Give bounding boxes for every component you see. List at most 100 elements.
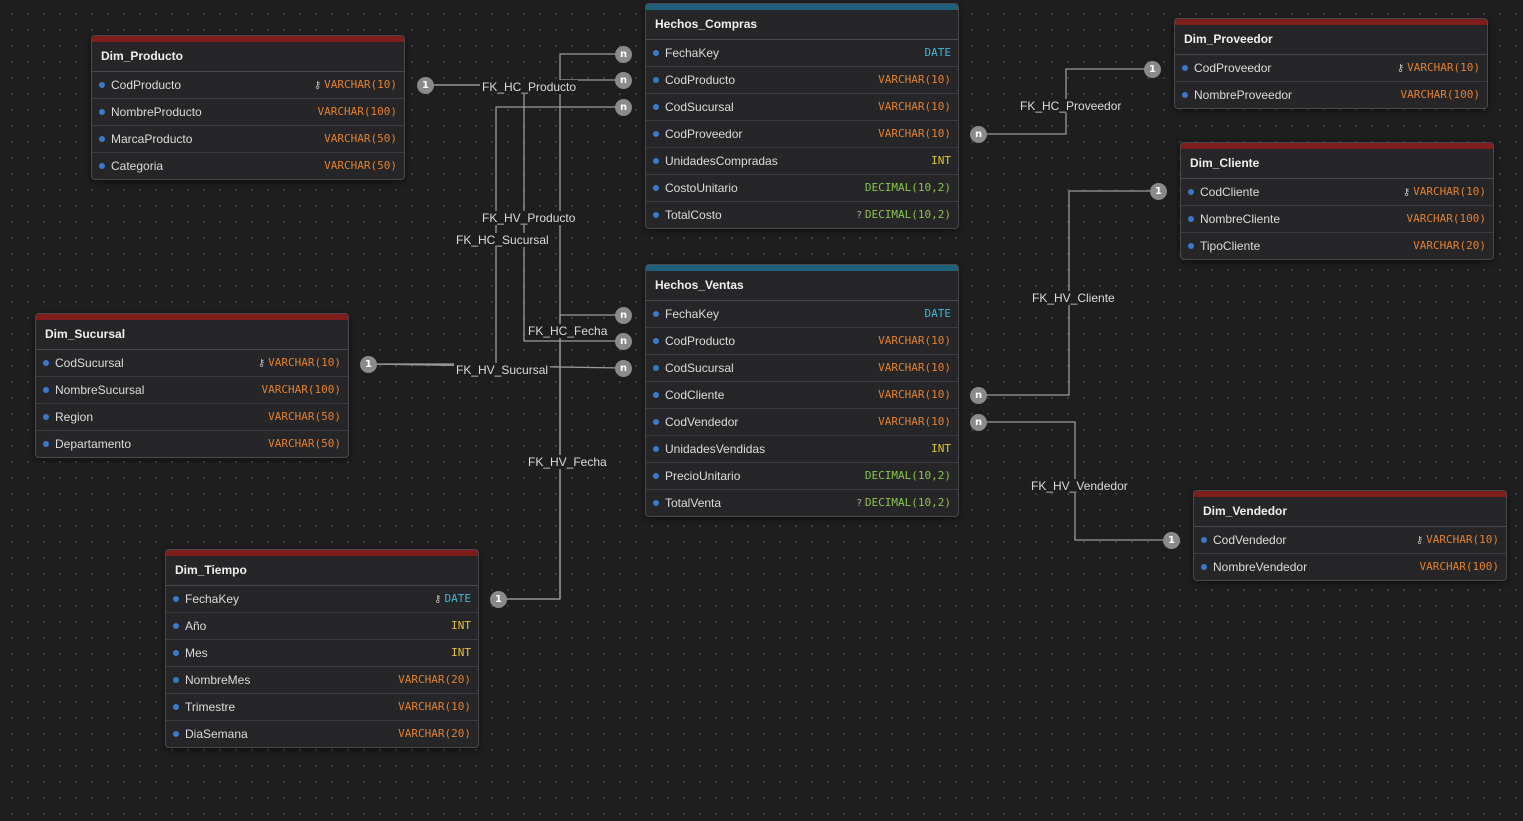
relationship-label[interactable]: FK_HC_Proveedor xyxy=(1018,99,1124,113)
cardinality-many-badge: n xyxy=(970,387,987,404)
column-bullet-icon xyxy=(653,365,659,371)
table-column-row[interactable]: TotalVenta?DECIMAL(10,2) xyxy=(646,490,958,516)
column-name: NombreCliente xyxy=(1200,212,1281,226)
column-bullet-icon xyxy=(1201,537,1207,543)
column-type-label: VARCHAR(100) xyxy=(1406,212,1486,225)
table-column-row[interactable]: NombreCliente VARCHAR(100) xyxy=(1181,206,1493,233)
column-bullet-icon xyxy=(1182,65,1188,71)
column-bullet-icon xyxy=(653,77,659,83)
table-title[interactable]: Dim_Proveedor xyxy=(1175,25,1487,55)
table-title[interactable]: Dim_Vendedor xyxy=(1194,497,1506,527)
relationship-label[interactable]: FK_HV_Cliente xyxy=(1030,291,1117,305)
column-bullet-icon xyxy=(653,500,659,506)
table-column-row[interactable]: FechaKey⚷DATE xyxy=(166,586,478,613)
column-name: MarcaProducto xyxy=(111,132,193,146)
table-title[interactable]: Dim_Producto xyxy=(92,42,404,72)
column-type: VARCHAR(10) xyxy=(398,694,471,720)
table-title[interactable]: Hechos_Compras xyxy=(646,10,958,40)
column-bullet-icon xyxy=(653,131,659,137)
column-bullet-icon xyxy=(1182,92,1188,98)
relationship-label[interactable]: FK_HC_Fecha xyxy=(526,324,610,338)
table-color-bar xyxy=(92,36,404,42)
table-column-row[interactable]: TotalCosto?DECIMAL(10,2) xyxy=(646,202,958,228)
table-color-bar xyxy=(166,550,478,556)
column-name: CodProducto xyxy=(665,334,736,348)
column-bullet-icon xyxy=(173,677,179,683)
column-bullet-icon xyxy=(173,650,179,656)
column-type: ⚷VARCHAR(10) xyxy=(1397,55,1480,82)
column-type: INT xyxy=(451,640,471,666)
relationship-label[interactable]: FK_HC_Producto xyxy=(480,80,579,94)
column-type: VARCHAR(100) xyxy=(1420,554,1499,580)
column-name: CodProducto xyxy=(665,73,736,87)
table-column-row[interactable]: CodProducto VARCHAR(10) xyxy=(646,67,958,94)
relationship-label[interactable]: FK_HV_Sucursal xyxy=(454,363,551,377)
table-title[interactable]: Hechos_Ventas xyxy=(646,271,958,301)
column-type: DECIMAL(10,2) xyxy=(865,463,951,489)
table-column-row[interactable]: CodSucursal⚷VARCHAR(10) xyxy=(36,350,348,377)
relationship-label[interactable]: FK_HV_Vendedor xyxy=(1029,479,1130,493)
column-type: VARCHAR(50) xyxy=(268,404,341,430)
relationship-line-fk_hc_fecha[interactable] xyxy=(498,79,623,600)
column-type-label: DATE xyxy=(444,592,472,605)
primary-key-icon: ⚷ xyxy=(257,358,266,369)
table-column-row[interactable]: CodCliente⚷VARCHAR(10) xyxy=(1181,179,1493,206)
column-type: VARCHAR(10) xyxy=(878,355,951,381)
table-column-row[interactable]: CodProducto⚷VARCHAR(10) xyxy=(92,72,404,99)
column-type-label: VARCHAR(10) xyxy=(878,73,951,86)
table-column-row[interactable]: CodProveedor⚷VARCHAR(10) xyxy=(1175,55,1487,82)
relationship-label[interactable]: FK_HC_Sucursal xyxy=(454,233,551,247)
column-type-label: VARCHAR(10) xyxy=(1407,61,1480,74)
cardinality-many-badge: n xyxy=(970,414,987,431)
column-name: Año xyxy=(185,619,207,633)
table-color-bar xyxy=(1194,491,1506,497)
table-title[interactable]: Dim_Sucursal xyxy=(36,320,348,350)
column-type: ⚷VARCHAR(10) xyxy=(314,72,397,99)
table-title[interactable]: Dim_Tiempo xyxy=(166,556,478,586)
column-type: VARCHAR(100) xyxy=(1407,206,1486,232)
cardinality-one-badge: 1 xyxy=(490,591,507,608)
cardinality-many-badge: n xyxy=(970,126,987,143)
column-type: INT xyxy=(931,436,951,462)
column-bullet-icon xyxy=(43,360,49,366)
relationship-label[interactable]: FK_HV_Producto xyxy=(480,211,578,225)
table-title[interactable]: Dim_Cliente xyxy=(1181,149,1493,179)
relationship-label[interactable]: FK_HV_Fecha xyxy=(526,455,609,469)
column-type: DATE xyxy=(925,40,952,66)
table-column-row[interactable]: CodVendedor⚷VARCHAR(10) xyxy=(1194,527,1506,554)
